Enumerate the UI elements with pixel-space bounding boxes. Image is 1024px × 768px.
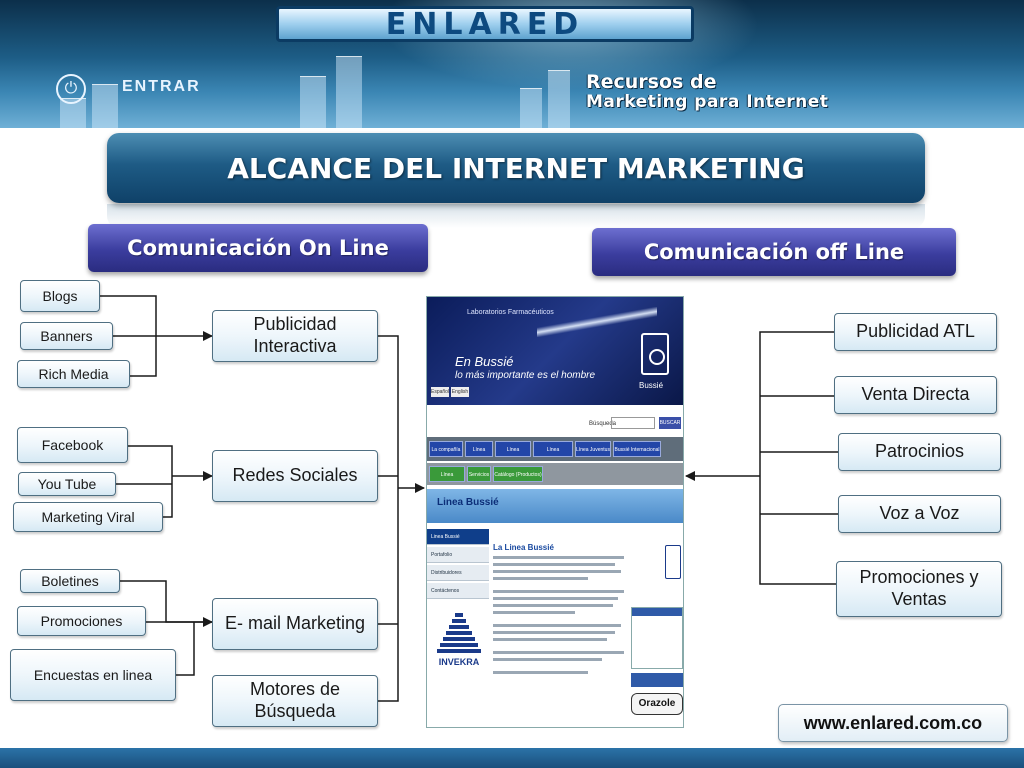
online-item: You Tube (18, 472, 116, 496)
online-item: Marketing Viral (13, 502, 163, 532)
text-line (493, 611, 575, 614)
text-line (493, 556, 624, 559)
tagline-line1: Recursos de (586, 71, 717, 93)
website-hero-text: En Bussié lo más importante es el hombre (455, 355, 595, 383)
banner-bar (92, 84, 118, 128)
website-nav-item[interactable]: Línea Hospitalaria (533, 441, 573, 469)
banner-bar (336, 56, 362, 128)
website-side-menu: Linea Bussié Portafolio Distribuidores C… (427, 529, 489, 599)
text-line (493, 563, 616, 566)
login-link[interactable]: ENTRAR (122, 78, 201, 95)
bussie-small-logo-icon (665, 545, 681, 579)
website-hero: Laboratorios Farmacéuticos En Bussié lo … (427, 297, 683, 405)
online-item: Boletines (20, 569, 120, 593)
website-side-item[interactable]: Portafolio (427, 547, 489, 563)
bussie-logo-icon (641, 333, 669, 375)
website-nav-item[interactable]: Línea Juventus (575, 441, 611, 457)
online-item: Encuestas en linea (10, 649, 176, 701)
offline-item: Patrocinios (838, 433, 1001, 471)
website-nav-item[interactable]: La compañía (429, 441, 463, 457)
website-nav-secondary: Línea Veterinaria Servicios Catálogo (Pr… (427, 463, 683, 494)
website-search-label: Búsqueda (589, 421, 617, 427)
connector (176, 622, 195, 676)
banner-bar (300, 76, 326, 128)
offline-category-header: Comunicación off Line (592, 228, 956, 276)
offline-item: Publicidad ATL (834, 313, 997, 351)
text-line (493, 658, 602, 661)
bottom-bar (0, 748, 1024, 768)
online-item: Promociones (17, 606, 146, 636)
website-screenshot: Laboratorios Farmacéuticos En Bussié lo … (426, 296, 684, 728)
text-line (493, 671, 589, 674)
website-section-band: Linea Bussié (427, 489, 683, 523)
online-item: Facebook (17, 427, 128, 463)
tagline-line2: Marketing para Internet (586, 92, 829, 112)
text-line (493, 590, 624, 593)
text-line (493, 638, 608, 641)
banner-bar (520, 88, 542, 128)
page-title: ALCANCE DEL INTERNET MARKETING (227, 151, 805, 185)
page-title-band: ALCANCE DEL INTERNET MARKETING (107, 133, 925, 203)
website-nav-item[interactable]: Bussié Internacional (613, 441, 661, 457)
website-nav-item[interactable]: Línea Genéricos (495, 441, 531, 469)
lang-es[interactable]: Español (431, 387, 450, 397)
website-content-heading: La Linea Bussié (493, 543, 554, 552)
website-side-item[interactable]: Linea Bussié (427, 529, 489, 545)
text-line (493, 570, 621, 573)
header-banner: ENLARED ⏻ ENTRAR Recursos de Marketing p… (0, 0, 1024, 128)
shooting-star (537, 307, 657, 337)
website-side-item[interactable]: Distribuidores (427, 565, 489, 581)
website-side-item[interactable]: Contáctenos (427, 583, 489, 599)
website-nav-primary: La compañía Línea Bussié Línea Genéricos… (427, 437, 683, 469)
power-icon[interactable]: ⏻ (56, 74, 86, 104)
invekra-logo: INVEKRA (433, 613, 485, 683)
online-target: Motores de Búsqueda (212, 675, 378, 727)
orazole-logo[interactable]: Orazole (631, 693, 683, 715)
connector (128, 445, 173, 518)
website-content: La Linea Bussié (493, 529, 629, 674)
offline-item: Voz a Voz (838, 495, 1001, 533)
online-target: E- mail Marketing (212, 598, 378, 650)
invekra-logo-text: INVEKRA (438, 657, 480, 667)
website-brand: Bussié (639, 381, 664, 390)
website-section-title: Linea Bussié (437, 497, 499, 508)
website-nav-item[interactable]: Línea Bussié (465, 441, 493, 469)
offline-item: Promociones y Ventas (836, 561, 1002, 617)
tagline: Recursos de Marketing para Internet (586, 72, 1006, 112)
banner-bar (548, 70, 570, 128)
text-line (493, 631, 616, 634)
website-lab-text: Laboratorios Farmacéuticos (467, 309, 554, 316)
hero-line2: lo más importante es el hombre (455, 370, 596, 381)
connector (759, 331, 836, 585)
text-line (493, 624, 621, 627)
online-item: Rich Media (17, 360, 130, 388)
footer-url[interactable]: www.enlared.com.co (778, 704, 1008, 742)
online-category-header: Comunicación On Line (88, 224, 428, 272)
online-target: Redes Sociales (212, 450, 378, 502)
online-item: Blogs (20, 280, 100, 312)
lang-en[interactable]: English (451, 387, 469, 397)
connector (378, 335, 399, 702)
website-nav-item[interactable]: Catálogo (Productos) (493, 466, 543, 482)
website-nav-item[interactable]: Línea Veterinaria (429, 466, 465, 494)
hero-line1: En Bussié (455, 354, 514, 369)
text-line (493, 651, 624, 654)
text-line (493, 577, 589, 580)
online-target: Publicidad Interactiva (212, 310, 378, 362)
website-search-button[interactable]: BUSCAR (659, 417, 681, 429)
online-item: Banners (20, 322, 113, 350)
text-line (493, 597, 619, 600)
website-search-input[interactable] (611, 417, 655, 429)
brand-logo[interactable]: ENLARED (276, 6, 694, 42)
website-nav-item[interactable]: Servicios (467, 466, 491, 482)
text-line (493, 604, 613, 607)
website-news-panel-footer (631, 673, 683, 687)
offline-item: Venta Directa (834, 376, 997, 414)
website-news-panel (631, 607, 683, 669)
